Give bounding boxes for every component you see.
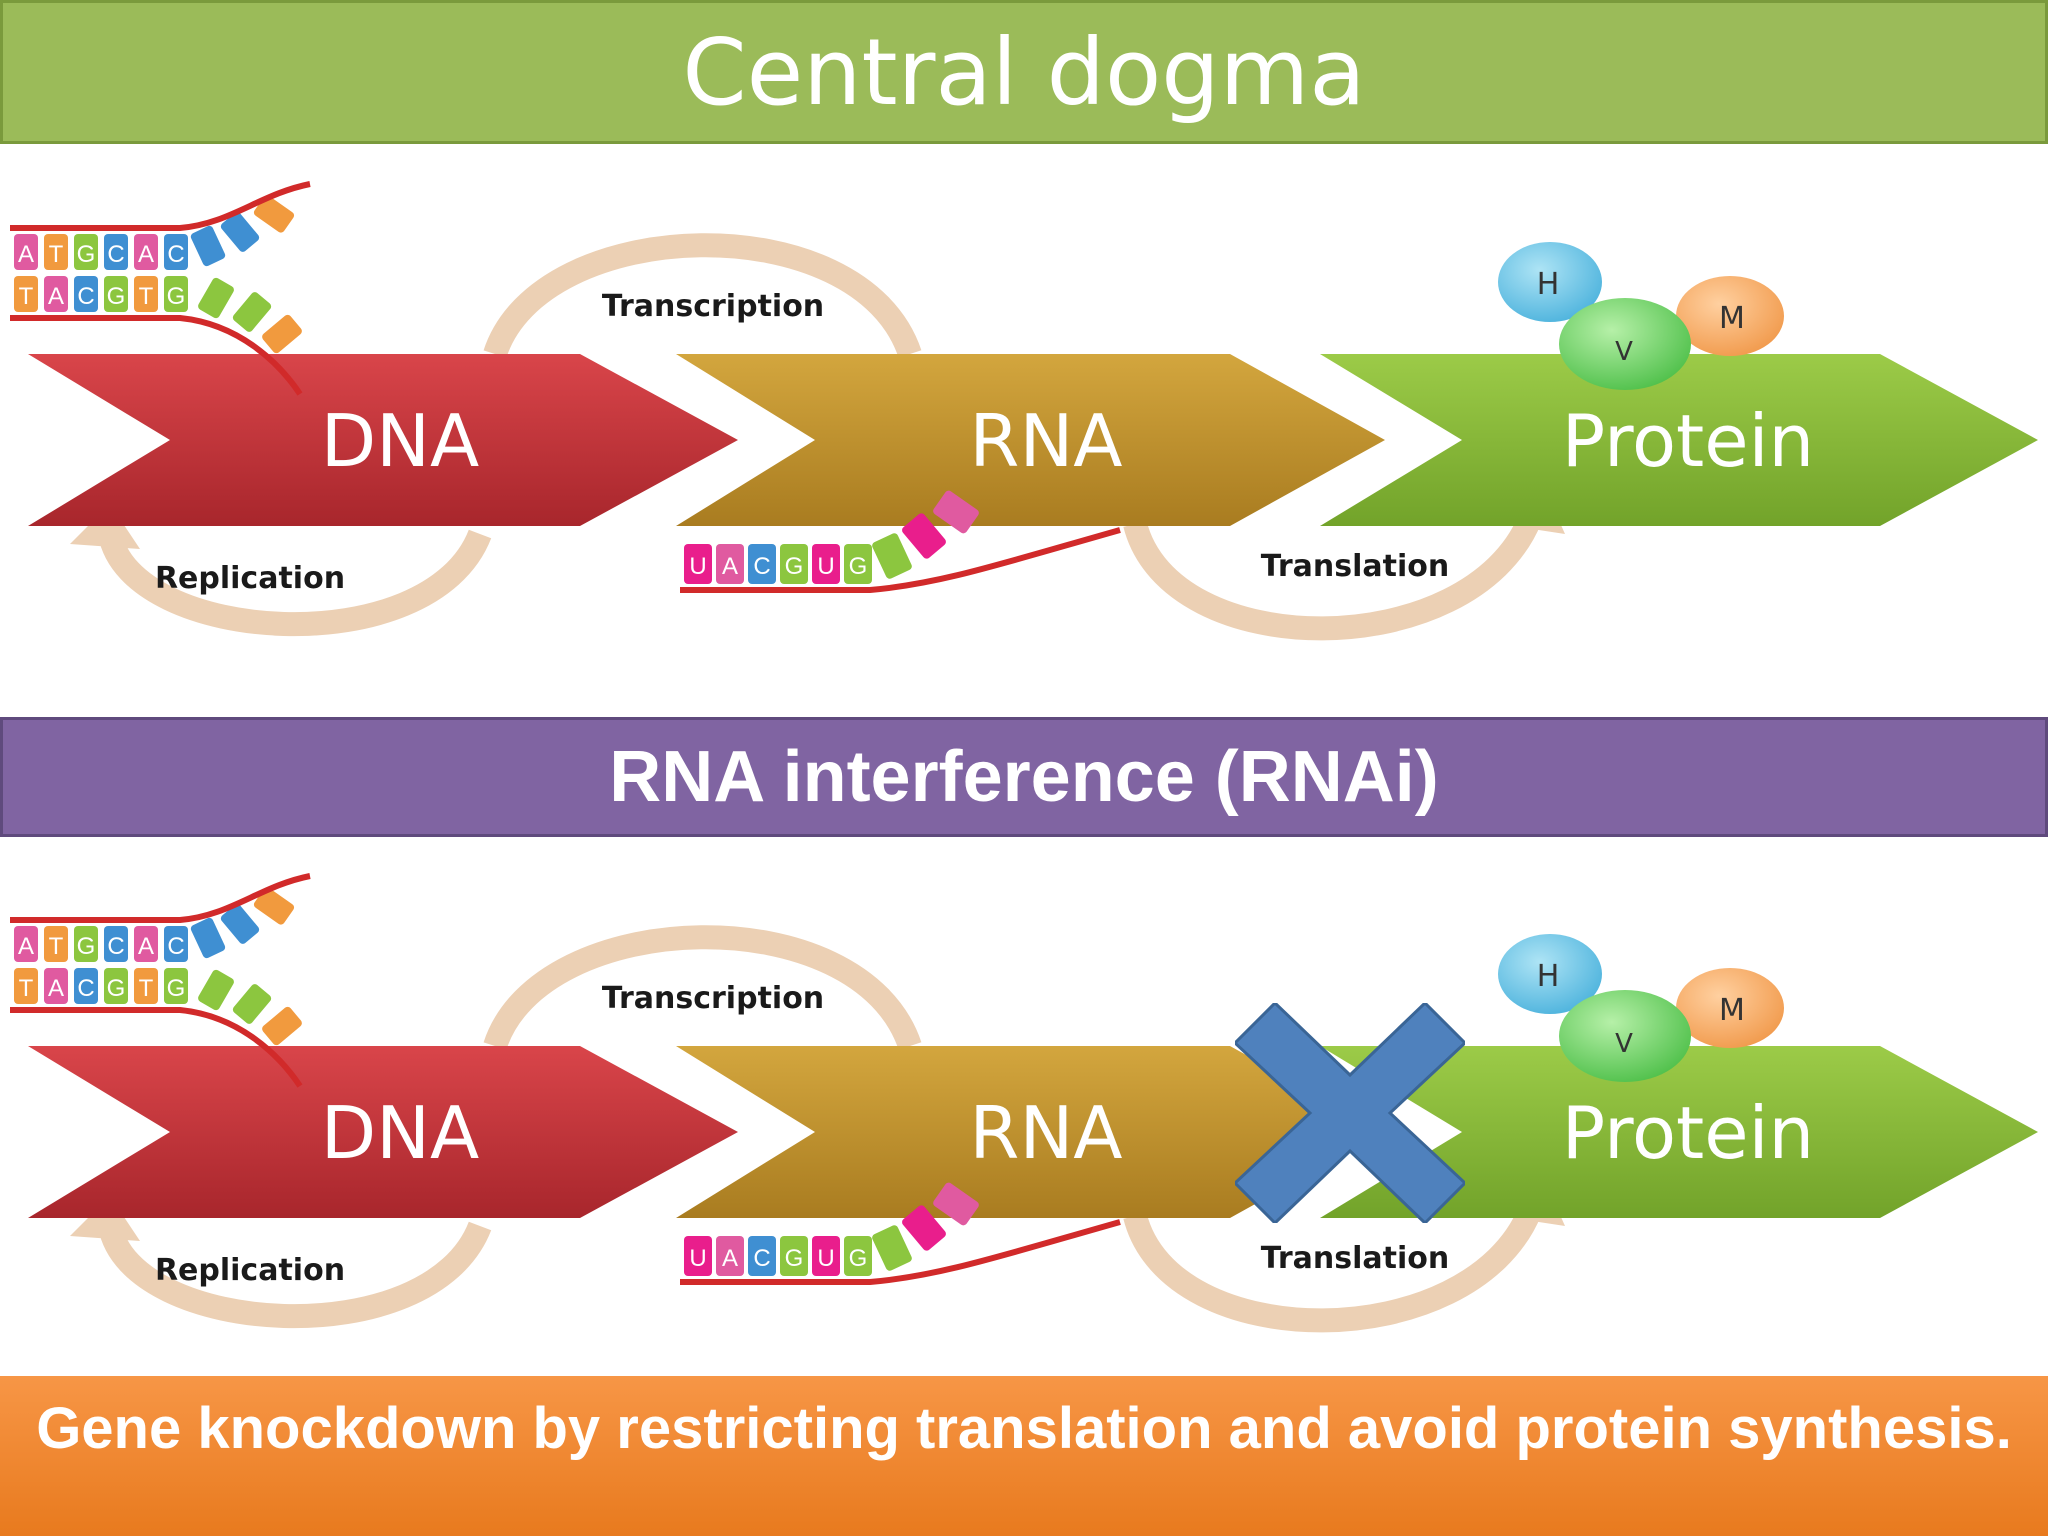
dna-base: T [49,241,64,268]
rna-base: U [817,553,834,580]
rna-strand: U A C G U G [680,490,1121,593]
dna-base: G [77,933,96,960]
dna-base: A [48,283,64,310]
dna-base: G [107,975,126,1002]
dna-base: G [167,975,186,1002]
amino-acid-v: V [1615,337,1633,367]
rna-label: RNA [969,1091,1122,1175]
dna-base: T [139,283,154,310]
dna-base: C [167,933,184,960]
dna-base: T [49,933,64,960]
amino-acid-h: H [1537,267,1560,302]
dna-base: A [18,241,34,268]
rna-base: G [785,1245,804,1272]
replication-cycle-arrow [70,504,492,636]
section-title: RNA interference (RNAi) [609,737,1439,817]
dna-base: G [77,241,96,268]
protein-arrow [1320,1046,2038,1218]
protein-label: Protein [1562,399,1814,483]
slide-title: Central dogma [682,18,1366,126]
dna-base: A [138,241,154,268]
rna-strand: U A C G U G [680,1182,1121,1285]
translation-block-x-icon [1235,1003,1465,1223]
rnai-banner: RNA interference (RNAi) [0,717,2048,837]
dna-base: G [167,283,186,310]
transcription-label: Transcription [602,289,824,324]
rna-label: RNA [969,399,1122,483]
dna-base: C [107,241,124,268]
translation-label: Translation [1261,549,1450,584]
dna-arrow [28,1046,738,1218]
footer-banner: Gene knockdown by restricting translatio… [0,1376,2048,1536]
protein-label: Protein [1562,1091,1814,1175]
rna-base: G [785,553,804,580]
rna-arrow [676,354,1385,526]
rna-base: U [689,553,706,580]
amino-acid-m: M [1719,993,1745,1028]
dna-base: A [138,933,154,960]
rnai-diagram: A T G C A C T A C G T G U A C G U [10,873,2038,1333]
rna-arrow [676,1046,1385,1218]
rna-base: G [849,553,868,580]
transcription-label: Transcription [602,981,824,1016]
dna-arrow [28,354,738,526]
rna-base: A [722,1245,738,1272]
dna-label: DNA [321,399,480,483]
rna-base: U [817,1245,834,1272]
dna-base: C [167,241,184,268]
rna-base: C [753,1245,770,1272]
dna-base: T [19,975,34,1002]
rna-base: C [753,553,770,580]
replication-label: Replication [155,561,345,596]
dna-base: T [139,975,154,1002]
amino-acid-m: M [1719,301,1745,336]
amino-acid-h: H [1537,959,1560,994]
replication-cycle-arrow [70,1196,492,1328]
dna-base: G [107,283,126,310]
rna-base: A [722,553,738,580]
dna-base: C [107,933,124,960]
amino-acid-beads: H V M [1498,934,1784,1082]
dna-base: C [77,283,94,310]
title-banner: Central dogma [0,0,2048,144]
dna-strand: A T G C A C T A C G T G [10,181,311,396]
rna-base: U [689,1245,706,1272]
amino-acid-beads: H V M [1498,242,1784,390]
replication-label: Replication [155,1253,345,1288]
translation-label: Translation [1261,1241,1450,1276]
dna-base: C [77,975,94,1002]
dna-base: A [48,975,64,1002]
dna-base: A [18,933,34,960]
protein-arrow [1320,354,2038,526]
footer-text: Gene knockdown by restricting translatio… [36,1396,2012,1461]
dna-base: T [19,283,34,310]
amino-acid-v: V [1615,1029,1633,1059]
central-dogma-diagram: A T G C A C T A C G T G U A C G U [10,181,2038,641]
dna-strand: A T G C A C T A C G T G [10,873,311,1088]
rna-base: G [849,1245,868,1272]
dna-label: DNA [321,1091,480,1175]
